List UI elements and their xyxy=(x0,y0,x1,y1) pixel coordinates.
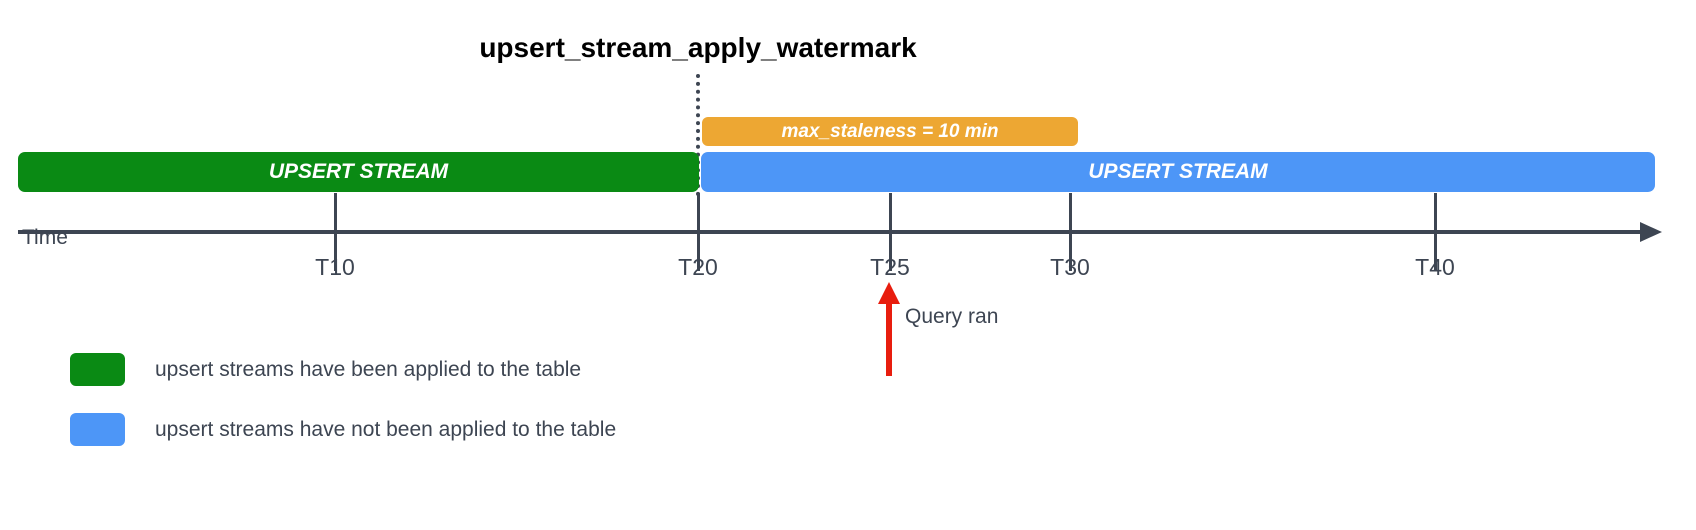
time-axis-label: Time xyxy=(22,226,68,249)
legend-item: upsert streams have been applied to the … xyxy=(70,353,581,386)
time-axis-arrow-icon xyxy=(1640,222,1662,242)
legend-swatch-applied xyxy=(70,353,125,386)
legend-item-label: upsert streams have not been applied to … xyxy=(155,417,617,441)
query-ran-label: Query ran xyxy=(905,305,999,328)
axis-tick-label-t30: T30 xyxy=(1050,254,1090,280)
axis-tick-label-t10: T10 xyxy=(315,254,355,280)
axis-tick-t10 xyxy=(334,193,337,271)
page-title: upsert_stream_apply_watermark xyxy=(479,32,917,63)
max-staleness-bar: max_staleness = 10 min xyxy=(702,117,1078,146)
legend-item: upsert streams have not been applied to … xyxy=(70,413,616,446)
legend-item-label: upsert streams have been applied to the … xyxy=(155,357,582,381)
axis-tick-t20 xyxy=(697,193,700,271)
axis-tick-label-t40: T40 xyxy=(1415,254,1455,280)
upsert-stream-applied-bar: UPSERT STREAM xyxy=(18,152,699,192)
watermark-dotted-line xyxy=(696,74,700,196)
query-ran-arrow-shaft xyxy=(886,300,892,376)
axis-tick-t40 xyxy=(1434,193,1437,271)
time-axis-line xyxy=(18,230,1646,234)
upsert-stream-not-applied-bar: UPSERT STREAM xyxy=(701,152,1655,192)
axis-tick-t25 xyxy=(889,193,892,271)
axis-tick-label-t20: T20 xyxy=(678,254,718,280)
axis-tick-label-t25: T25 xyxy=(870,254,910,280)
axis-tick-t30 xyxy=(1069,193,1072,271)
query-ran-arrow-icon xyxy=(878,282,900,304)
legend-swatch-not-applied xyxy=(70,413,125,446)
